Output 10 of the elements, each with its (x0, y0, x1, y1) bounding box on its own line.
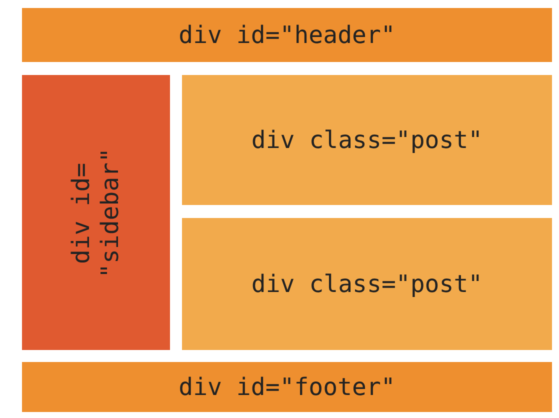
block-label: div id="footer" (178, 372, 396, 402)
post-block (182, 218, 552, 350)
sidebar-block (22, 75, 170, 350)
block-label: div id= "sidebar" (67, 146, 125, 280)
block-label: div class="post" (251, 270, 483, 298)
header-block (22, 8, 552, 62)
block-label: div class="post" (251, 126, 483, 154)
footer-block (22, 362, 552, 412)
block-label: div id="header" (178, 20, 396, 50)
post-block (182, 75, 552, 205)
